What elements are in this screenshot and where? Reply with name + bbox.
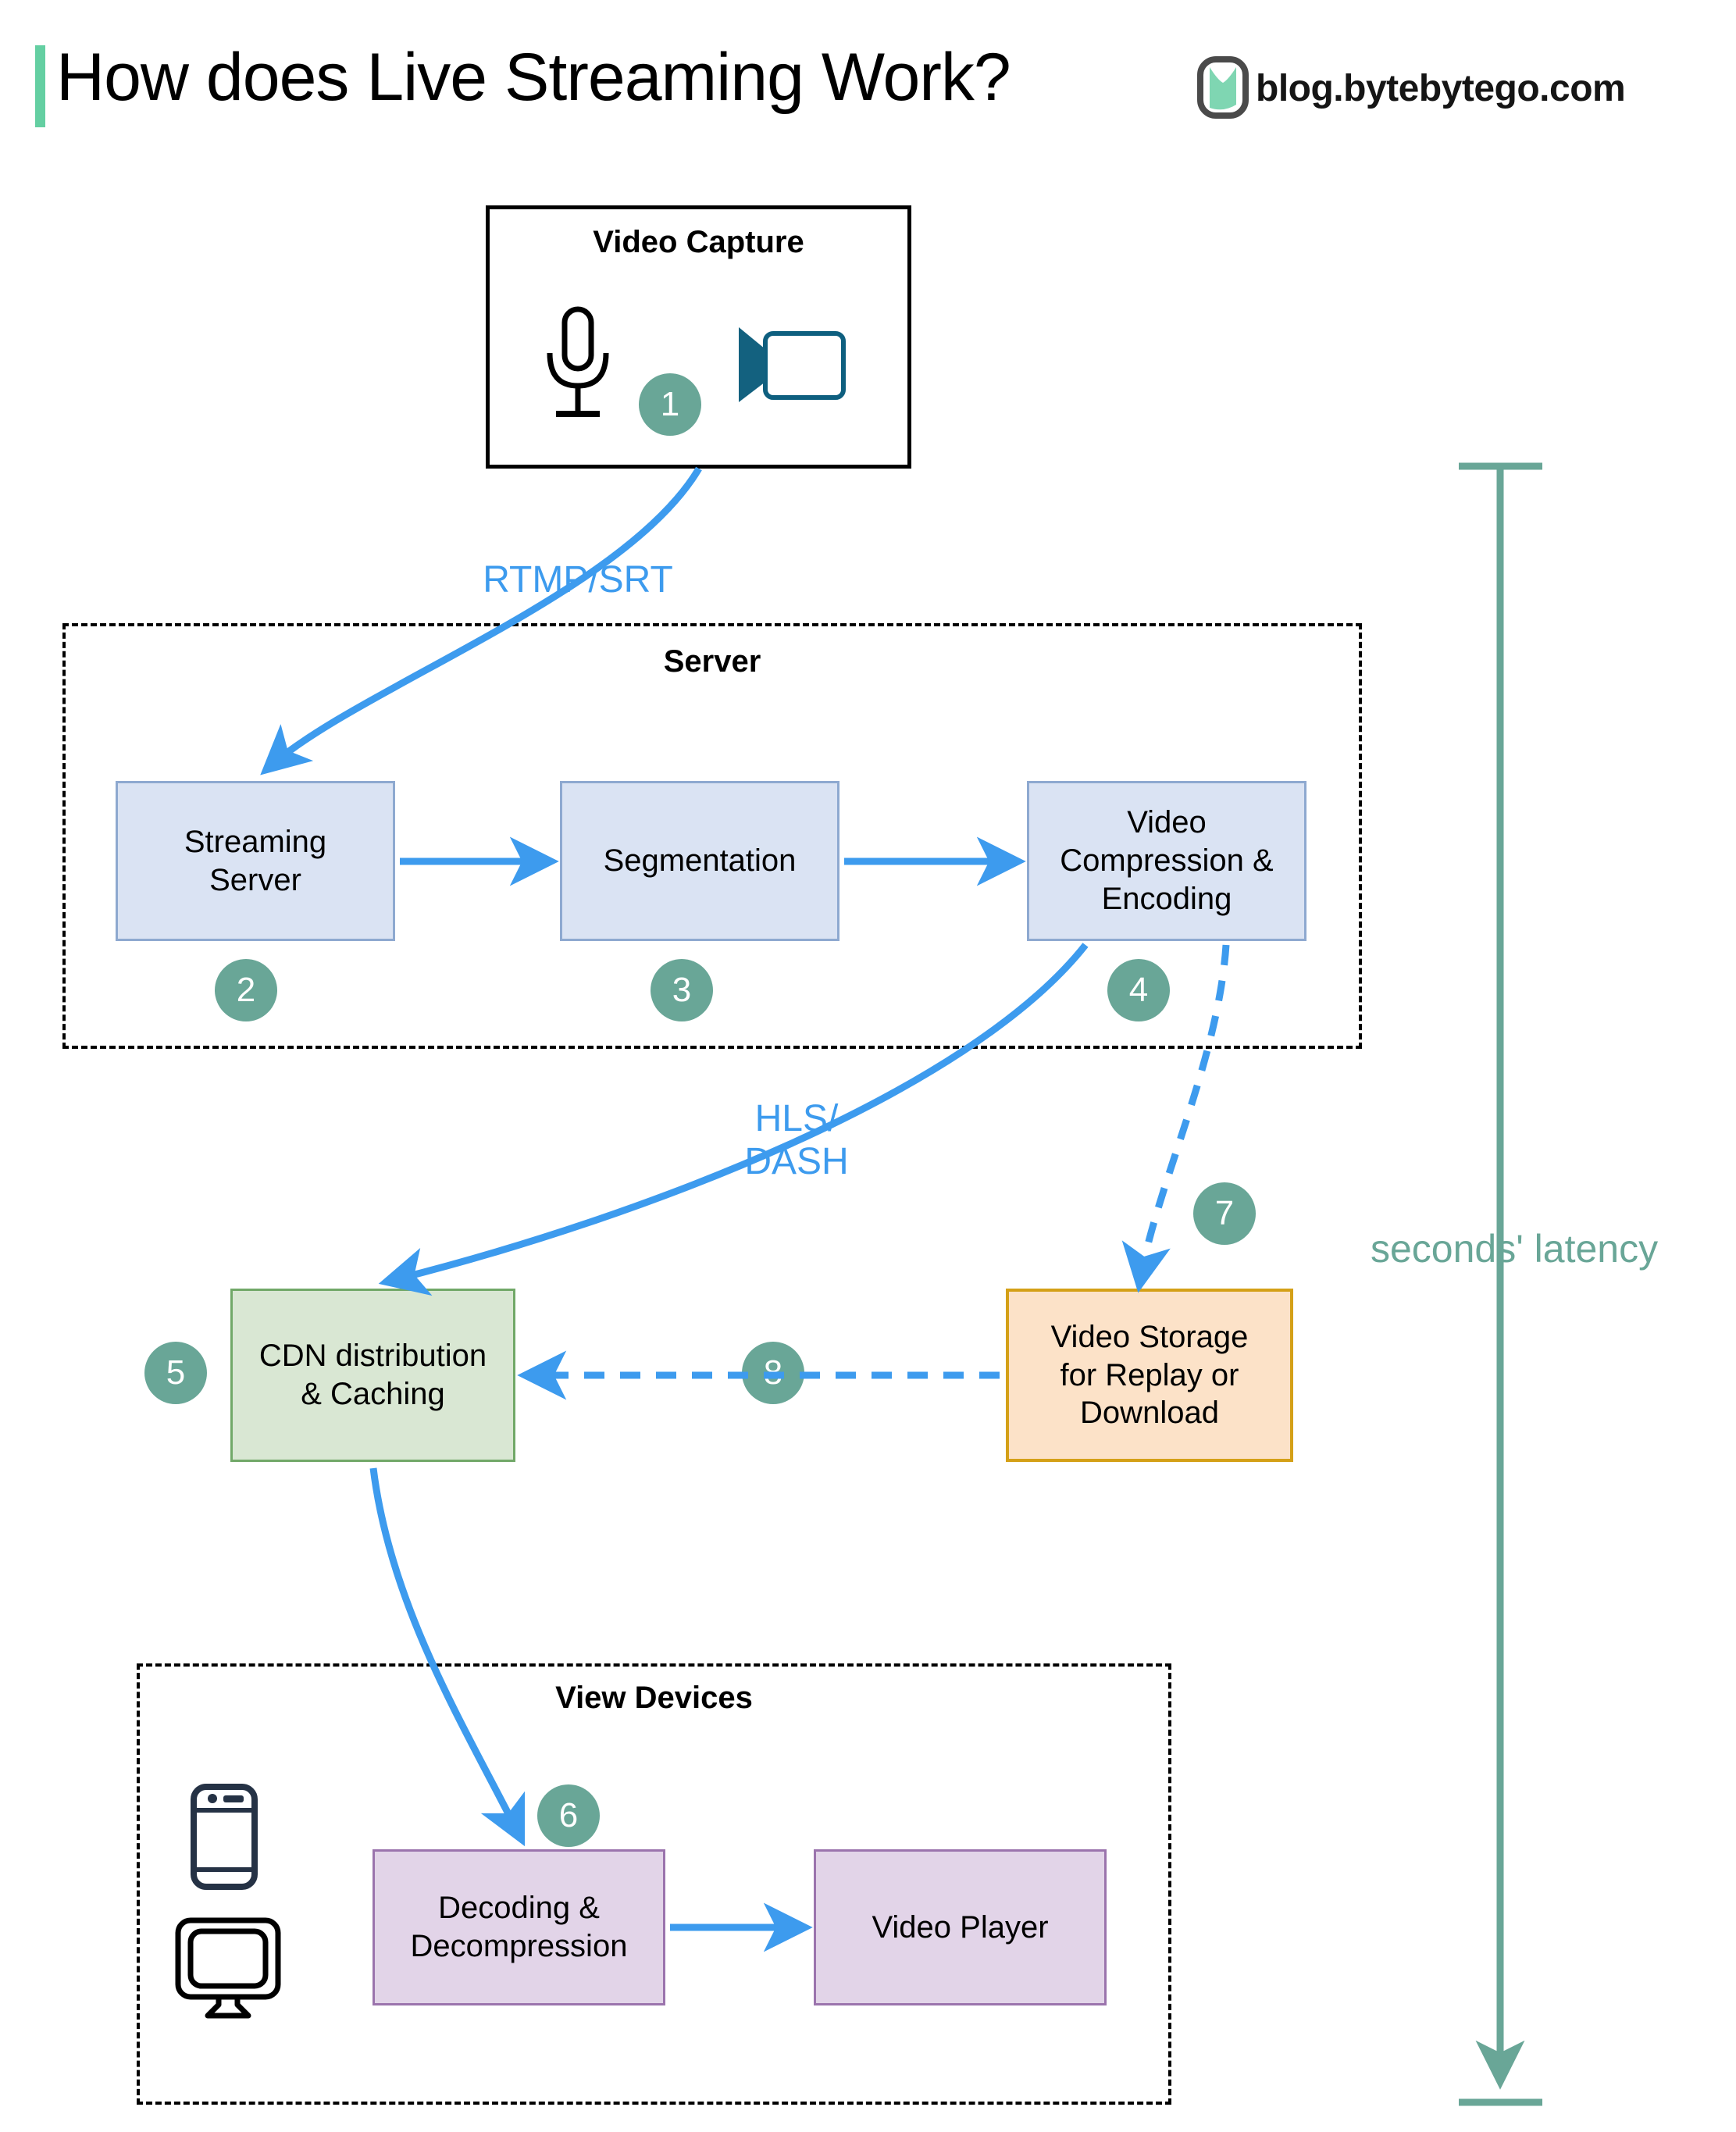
step-badge-4: 4: [1107, 959, 1170, 1021]
step-badge-7: 7: [1193, 1182, 1256, 1245]
microphone-icon: [547, 306, 609, 417]
latency-label: seconds' latency: [1371, 1227, 1659, 1271]
step-badge-1: 1: [639, 373, 701, 436]
latency-span-bracket-icon: [1459, 462, 1542, 2106]
mobile-phone-icon: [191, 1784, 258, 1890]
node-video-player[interactable]: Video Player: [814, 1849, 1107, 2005]
step-badge-3: 3: [651, 959, 713, 1021]
video-camera-icon: [739, 327, 846, 402]
view-devices-group: [137, 1663, 1171, 2105]
step-badge-6: 6: [537, 1784, 600, 1847]
node-cdn-distribution-caching[interactable]: CDN distribution & Caching: [230, 1289, 515, 1462]
bytebytego-logo-icon: [1197, 56, 1249, 119]
edge-label-rtmp-srt: RTMP/SRT: [483, 559, 673, 601]
title-accent-bar: [35, 45, 45, 127]
video-capture-title: Video Capture: [593, 225, 804, 259]
node-streaming-server[interactable]: Streaming Server: [116, 781, 395, 941]
node-video-storage[interactable]: Video Storage for Replay or Download: [1006, 1289, 1293, 1462]
desktop-monitor-icon: [175, 1917, 281, 2019]
brand-link[interactable]: blog.bytebytego.com: [1256, 68, 1626, 109]
server-group-title: Server: [663, 644, 761, 679]
node-segmentation[interactable]: Segmentation: [560, 781, 839, 941]
node-decoding-decompression[interactable]: Decoding & Decompression: [373, 1849, 665, 2005]
view-devices-title: View Devices: [555, 1681, 753, 1715]
page-title: How does Live Streaming Work?: [56, 40, 1011, 115]
step-badge-5: 5: [144, 1342, 207, 1404]
step-badge-8: 8: [742, 1342, 804, 1404]
edge-label-hls-dash: HLS/ DASH: [744, 1098, 849, 1183]
node-video-compression-encoding[interactable]: Video Compression & Encoding: [1027, 781, 1306, 941]
step-badge-2: 2: [215, 959, 277, 1021]
